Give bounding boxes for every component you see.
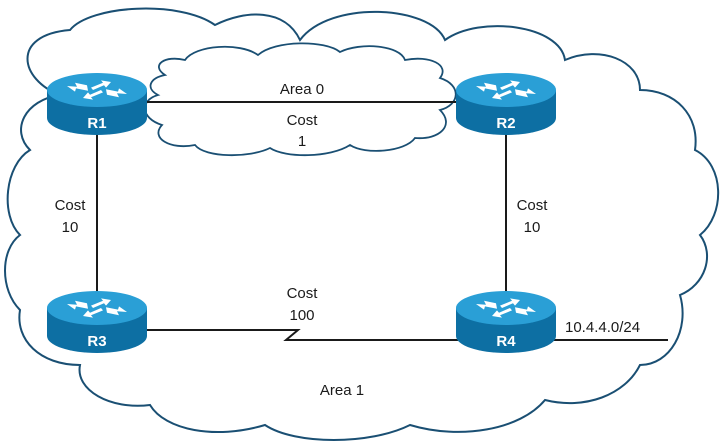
cost-r3-r4-value: 100: [289, 307, 314, 324]
cost-r2-r4-value: 10: [524, 219, 541, 236]
network-label: 10.4.4.0/24: [565, 319, 640, 336]
area-1-label: Area 1: [320, 382, 364, 399]
cost-r1-r2-value: 1: [298, 133, 306, 150]
area-0-label: Area 0: [280, 81, 324, 98]
area-0-cloud: [144, 42, 457, 157]
router-r4[interactable]: R4: [456, 291, 556, 353]
router-r2[interactable]: R2: [456, 73, 556, 135]
router-r4-label: R4: [496, 333, 516, 350]
router-r2-label: R2: [496, 115, 515, 132]
cost-r1-r2-word: Cost: [287, 112, 319, 129]
cost-r1-r3-word: Cost: [55, 197, 87, 214]
router-r3-label: R3: [87, 333, 106, 350]
cost-r2-r4-word: Cost: [517, 197, 549, 214]
cost-r3-r4-word: Cost: [287, 285, 319, 302]
router-r1[interactable]: R1: [47, 73, 147, 135]
cost-r1-r3-value: 10: [62, 219, 79, 236]
router-r1-label: R1: [87, 115, 106, 132]
link-r3-r4-serial: [145, 329, 458, 341]
router-r3[interactable]: R3: [47, 291, 147, 353]
